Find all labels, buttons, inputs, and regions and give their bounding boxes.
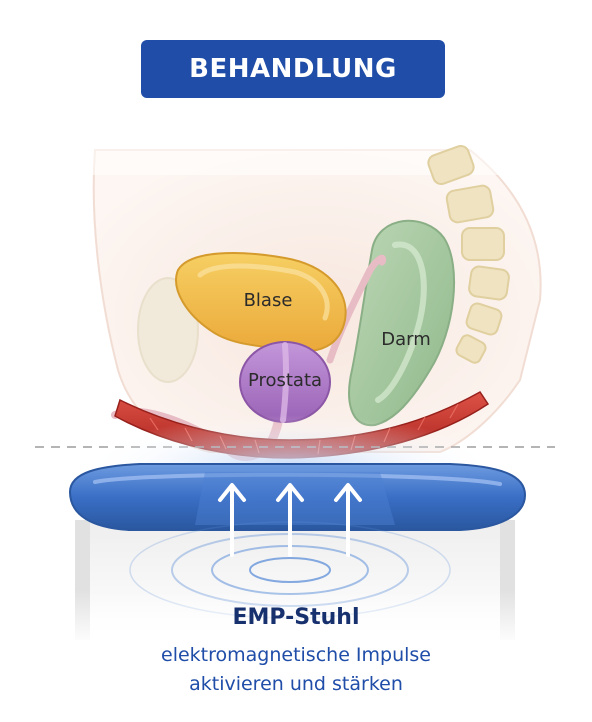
label-blase: Blase — [244, 290, 293, 311]
caption-line-1: elektromagnetische Impulse — [0, 644, 592, 666]
caption-line-2: aktivieren und stärken — [0, 673, 592, 695]
cushion-center-panel — [195, 472, 395, 525]
label-prostata: Prostata — [248, 370, 322, 391]
caption-title: EMP-Stuhl — [0, 605, 592, 630]
label-darm: Darm — [381, 329, 431, 350]
